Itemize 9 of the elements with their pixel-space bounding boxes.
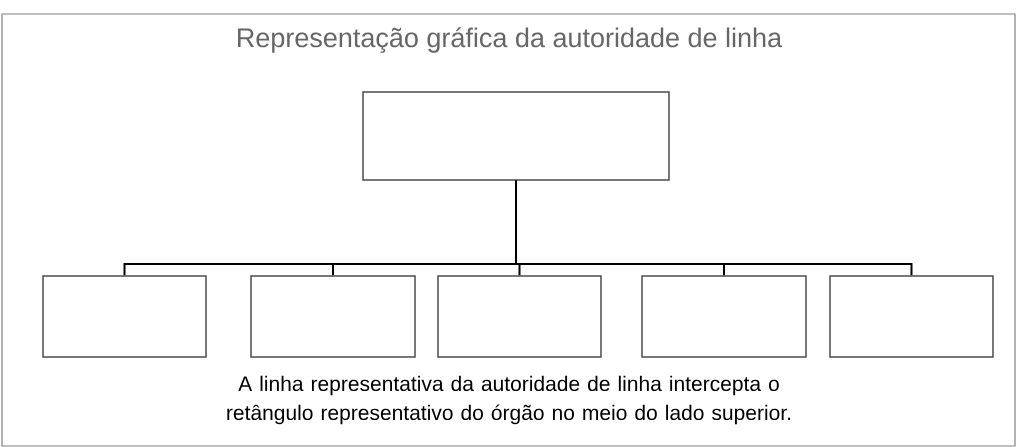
org-box xyxy=(42,275,207,358)
org-box xyxy=(829,275,994,358)
org-box xyxy=(641,275,807,358)
org-box xyxy=(437,275,602,358)
org-box xyxy=(362,91,670,181)
caption: A linha representativa da autoridade de linha intercepta o retângulo representativo do órgão no meio do lado superior. xyxy=(227,375,791,425)
connector-line xyxy=(515,179,913,277)
org-box xyxy=(250,275,416,358)
title: Representação gráfica da autoridade de linha xyxy=(238,27,783,53)
